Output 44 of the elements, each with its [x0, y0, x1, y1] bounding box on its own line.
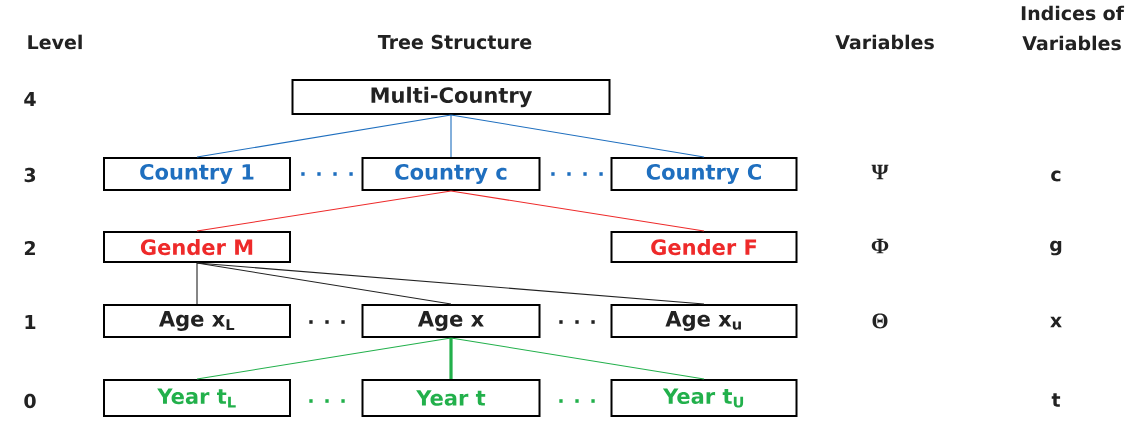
ellipsis: . . . — [309, 399, 345, 403]
variable-symbol: Θ — [872, 313, 888, 329]
column-heading: Level — [28, 34, 82, 50]
column-heading: Variables — [835, 34, 934, 50]
tree-box: Year t — [361, 379, 541, 417]
ellipsis: . . . — [559, 320, 595, 324]
ellipsis: . . . . — [551, 172, 603, 176]
tree-line — [450, 114, 705, 158]
tree-box: Age x$_{L}$ — [103, 304, 291, 338]
level-number: 4 — [24, 92, 36, 106]
level-number: 1 — [25, 315, 36, 329]
tree-line — [196, 262, 705, 305]
tree-box: Year t$_{L}$ — [103, 379, 291, 417]
ellipsis: . . . . — [301, 172, 353, 176]
level-number: 0 — [24, 393, 36, 409]
tree-box: Country C — [610, 157, 798, 191]
column-heading: Indices of Variables — [1021, 5, 1125, 51]
variable-symbol: Φ — [871, 238, 889, 254]
tree-box: Age x$_{u}$ — [610, 304, 798, 338]
tree-line — [196, 337, 452, 380]
tree-line — [450, 114, 452, 158]
tree-line — [196, 190, 452, 232]
tree-line — [450, 337, 705, 380]
index-letter: t — [1051, 393, 1061, 407]
tree-box: Gender M — [103, 231, 291, 263]
level-number: 3 — [24, 167, 36, 183]
tree-box: Year t$_{U}$ — [610, 379, 798, 417]
tree-line — [450, 190, 705, 232]
variable-symbol: Ψ — [871, 164, 889, 180]
tree-box: Gender F — [610, 231, 798, 263]
ellipsis: . . . — [559, 399, 595, 403]
index-letter: g — [1050, 240, 1062, 256]
level-number: 2 — [24, 240, 35, 256]
column-heading: Tree Structure — [377, 34, 532, 50]
tree-box: Age x — [361, 304, 541, 338]
ellipsis: . . . — [309, 320, 345, 324]
tree-box: Multi-Country — [291, 79, 611, 115]
index-letter: x — [1050, 316, 1062, 328]
tree-line — [196, 114, 452, 158]
tree-line — [196, 262, 198, 305]
tree-box: Country c — [361, 157, 541, 191]
tree-box: Country 1 — [103, 157, 291, 191]
tree-line — [449, 338, 453, 379]
index-letter: c — [1051, 170, 1061, 182]
